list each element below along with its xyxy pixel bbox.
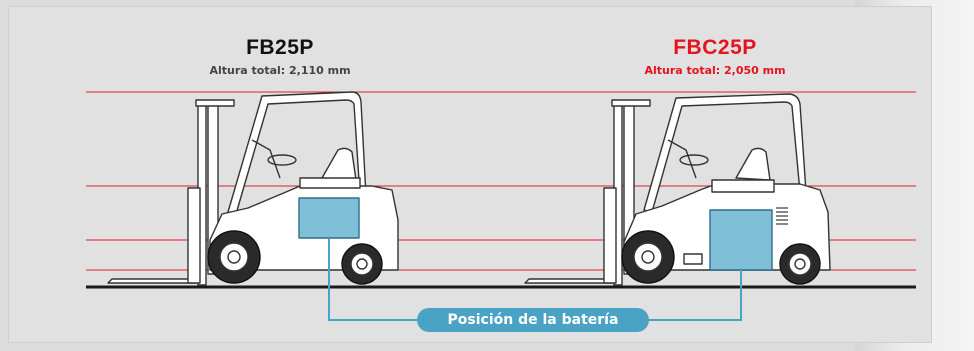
battery	[709, 209, 773, 271]
steering-wheel	[267, 154, 297, 166]
seat-base	[299, 177, 361, 189]
seat-base	[711, 179, 775, 193]
mast-top	[611, 99, 651, 107]
model-fb25p: FB25P Altura total: 2,110 mm	[150, 36, 410, 77]
steering-column	[667, 139, 697, 179]
front-hub-center	[227, 250, 241, 264]
seat	[735, 147, 771, 181]
model-fbc25p: FBC25P Altura total: 2,050 mm	[585, 36, 845, 77]
fork	[524, 278, 613, 284]
overhead-guard	[227, 91, 367, 215]
forklift-fb25p	[107, 91, 399, 286]
forklift-fbc25p	[524, 93, 831, 286]
rear-hub-center	[356, 258, 368, 270]
battery-position-label: Posición de la batería	[417, 308, 649, 332]
fork	[107, 278, 197, 284]
battery-callout-connector	[328, 238, 742, 321]
carriage	[603, 187, 617, 284]
model-height-label: Altura total: 2,110 mm	[209, 64, 351, 77]
rear-hub-center	[794, 258, 806, 270]
model-height-label: Altura total: 2,050 mm	[644, 64, 786, 77]
carriage	[187, 187, 201, 284]
steering-wheel	[679, 154, 709, 166]
step-plate	[683, 253, 703, 265]
mast-top	[195, 99, 235, 107]
front-hub-center	[641, 250, 655, 264]
battery	[298, 197, 360, 239]
model-name: FB25P	[246, 36, 314, 59]
model-name: FBC25P	[673, 36, 757, 59]
steering-column	[251, 139, 281, 179]
vent-grille	[776, 207, 788, 225]
overhead-guard	[643, 93, 807, 213]
seat	[321, 147, 357, 181]
